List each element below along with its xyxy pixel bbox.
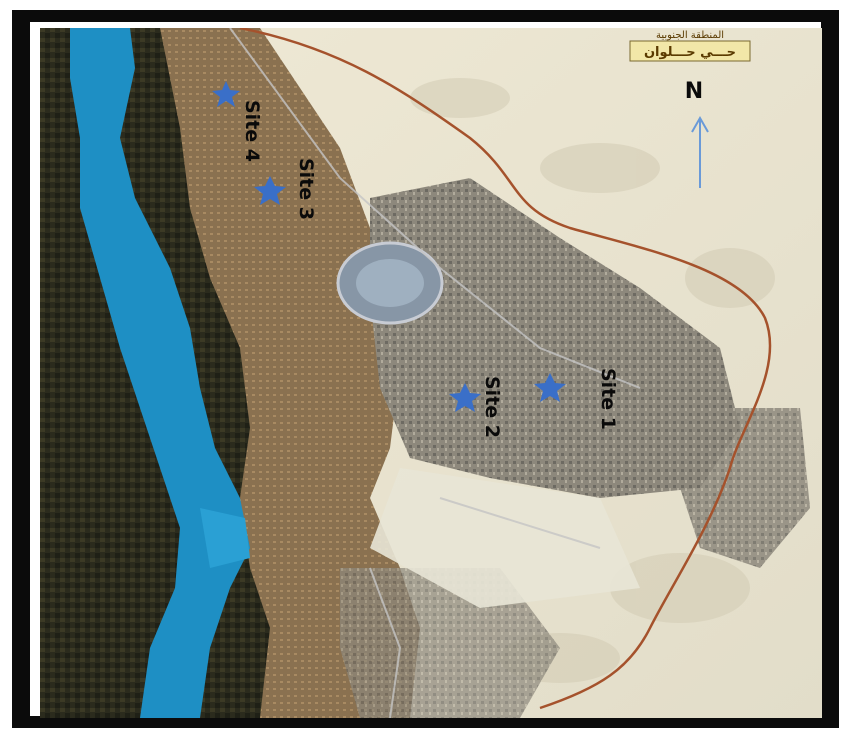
site-3-marker: Site 3 bbox=[254, 158, 317, 220]
star-icon bbox=[534, 373, 566, 402]
map-legend: المنطقة الجنوبية حـــي حـــلوان bbox=[629, 30, 751, 62]
north-arrow-icon bbox=[691, 115, 709, 188]
river-inlet bbox=[200, 508, 250, 568]
site-3-label: Site 3 bbox=[295, 158, 317, 220]
legend-subtitle: المنطقة الجنوبية bbox=[656, 30, 724, 41]
urban-area-helwan bbox=[370, 178, 740, 498]
urban-area-riverbank bbox=[160, 28, 420, 718]
roads bbox=[229, 28, 641, 718]
site-1-label: Site 1 bbox=[597, 368, 619, 430]
site-2-label: Site 2 bbox=[481, 376, 503, 438]
north-arrow: N bbox=[685, 79, 709, 188]
desert-texture bbox=[410, 78, 775, 683]
site-4-marker: Site 4 bbox=[212, 81, 263, 162]
star-icon bbox=[449, 383, 481, 412]
north-label: N bbox=[685, 79, 703, 104]
site-4-label: Site 4 bbox=[241, 100, 263, 162]
nile-river bbox=[70, 28, 250, 718]
star-icon bbox=[212, 81, 240, 107]
stadium-inner bbox=[356, 259, 424, 307]
district-boundary bbox=[239, 28, 772, 710]
star-icon bbox=[254, 176, 286, 205]
site-2-marker: Site 2 bbox=[449, 376, 503, 438]
legend-box bbox=[629, 40, 751, 62]
legend-title: حـــي حـــلوان bbox=[644, 45, 736, 60]
airfield-area bbox=[370, 468, 640, 608]
satellite-map: المنطقة الجنوبية حـــي حـــلوان N Site 4… bbox=[40, 28, 822, 718]
site-1-marker: Site 1 bbox=[534, 368, 619, 430]
urban-area-southeast bbox=[680, 408, 810, 568]
